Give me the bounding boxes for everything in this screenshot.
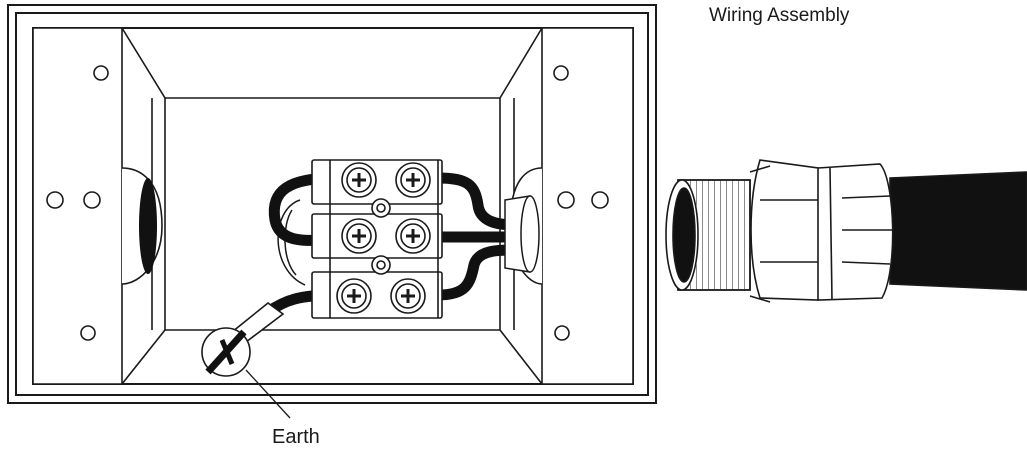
left-flange [32,27,166,385]
right-flange [499,27,634,385]
terminal-screw-icon [390,278,426,314]
earth-leader-line [245,369,291,419]
mount-hole-icon [554,325,570,341]
right-grommet [504,195,540,273]
mount-hole-icon [93,65,109,81]
cable [889,171,1027,291]
mount-hole-icon [80,325,96,341]
terminal-screw-icon [336,278,372,314]
box-inner-frame [15,12,649,396]
mount-hole-icon [591,191,609,209]
earth-connection [201,301,291,419]
cable-gland-icon [665,159,1027,303]
diagram-title: Wiring Assembly [709,5,850,26]
gland-nut [807,163,894,301]
earth-label: Earth [272,426,320,448]
wire-top-left [268,172,341,246]
terminal-screws [336,162,431,314]
terminal-screw-icon [395,162,431,198]
terminal-screw-icon [341,218,377,254]
mount-hole-icon [553,65,569,81]
lock-nut [750,159,819,301]
terminal-screw-icon [395,218,431,254]
wire-top-right [432,172,521,231]
mount-hole-icon [83,191,101,209]
wire-bottom-right [432,244,521,301]
left-entry-port [139,178,157,274]
mount-hole-icon [46,191,64,209]
box-outer-frame [7,4,657,404]
terminal-screw-icon [341,162,377,198]
mount-hole-icon [557,191,575,209]
